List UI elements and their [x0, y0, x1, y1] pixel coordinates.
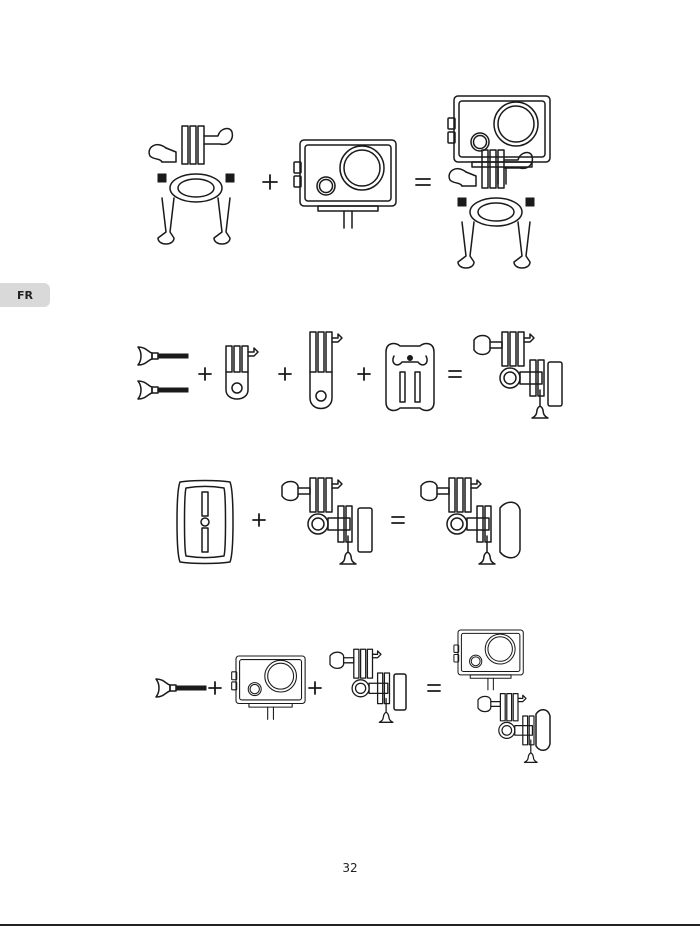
quick-release-buckle-icon	[386, 344, 434, 411]
plus-sign	[199, 368, 211, 380]
page-number: 32	[0, 861, 700, 875]
adhesive-mount-icon	[177, 481, 233, 564]
camera-housing-icon	[454, 630, 523, 690]
row-2-assembly	[138, 332, 562, 418]
plus-sign	[263, 175, 277, 189]
pivot-arm-assembly-icon	[478, 694, 537, 763]
long-adapter-icon	[310, 332, 342, 409]
camera-housing-icon	[294, 140, 396, 228]
pivot-arm-assembly-icon	[330, 649, 393, 722]
buckle-side-icon	[548, 362, 562, 406]
pivot-arm-assembly-icon	[421, 478, 495, 564]
adhesive-side-icon	[536, 710, 550, 751]
row-4-assembly	[156, 630, 550, 762]
thumb-screw-icon	[138, 381, 188, 399]
equals-sign	[392, 517, 404, 523]
adhesive-side-icon	[500, 502, 520, 558]
equals-sign	[416, 179, 430, 185]
plus-sign	[358, 368, 370, 380]
thumb-screw-icon	[156, 679, 206, 697]
camera-housing-icon	[232, 656, 305, 719]
handlebar-mount-icon	[149, 126, 234, 244]
pivot-arm-assembly-icon	[282, 478, 356, 564]
pivot-arm-assembly-icon	[474, 332, 548, 418]
buckle-side-icon	[358, 508, 372, 552]
plus-sign	[209, 682, 221, 694]
equals-sign	[428, 685, 440, 691]
plus-sign	[309, 682, 321, 694]
row-1-assembly	[149, 96, 550, 268]
equals-sign	[449, 371, 461, 377]
bottom-rule	[0, 924, 700, 926]
short-adapter-icon	[226, 346, 258, 399]
thumb-screw-icon	[138, 347, 188, 365]
plus-sign	[253, 514, 265, 526]
row-3-assembly	[177, 478, 520, 564]
plus-sign	[279, 368, 291, 380]
buckle-side-icon	[394, 674, 406, 710]
